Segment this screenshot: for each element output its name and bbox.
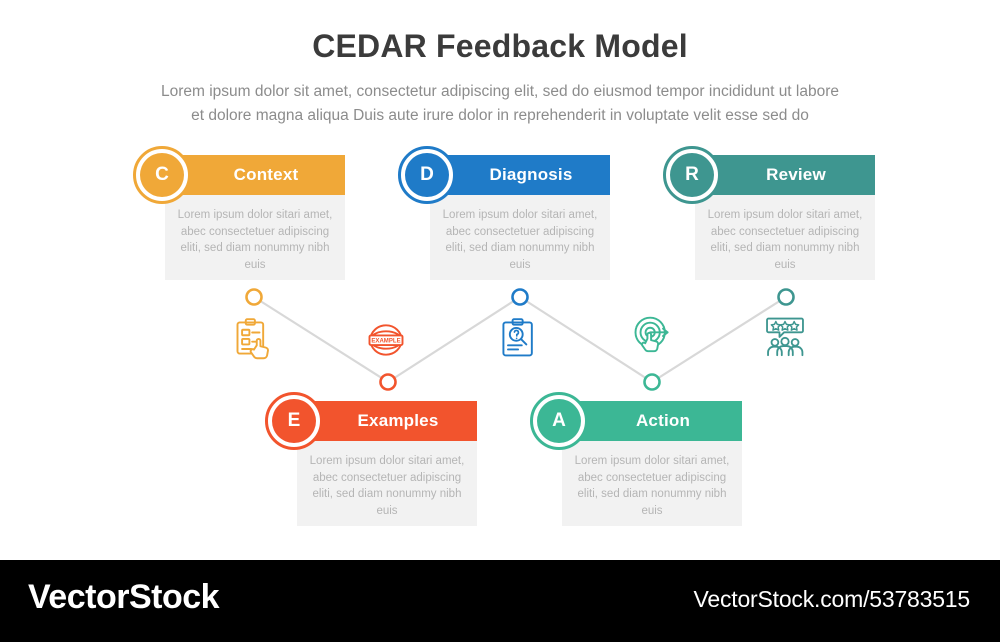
stage-letter: E (272, 399, 316, 443)
connector-node-5 (777, 288, 795, 306)
stage-letter: D (405, 153, 449, 197)
subtitle-line-2: et dolore magna aliqua Duis aute irure d… (191, 107, 809, 124)
card-panel (430, 195, 610, 280)
stage-badge: E (265, 392, 323, 450)
connector-node-3 (511, 288, 529, 306)
connector-node-1 (245, 288, 263, 306)
stage-letter: A (537, 399, 581, 443)
stage-label: Review (766, 165, 826, 184)
stage-letter: R (670, 153, 714, 197)
stage-body-text: Lorem ipsum dolor sitari amet, abec cons… (309, 455, 465, 517)
stage-badge: A (530, 392, 588, 450)
vectorstock-url: VectorStock.com/53783515 (693, 586, 971, 612)
stage-label: Context (233, 165, 299, 184)
stage-badge: R (663, 146, 721, 204)
page-subtitle: Lorem ipsum dolor sit amet, consectetur … (50, 80, 950, 128)
card-header-bar: Review (695, 155, 875, 195)
subtitle-line-1: Lorem ipsum dolor sit amet, consectetur … (160, 83, 840, 100)
clipboard-question-search-icon (497, 316, 541, 360)
star-rating-people-icon (763, 314, 807, 358)
card-header-bar: Action (562, 401, 742, 441)
footer-bar: VectorStock VectorStock.com/53783515 (0, 560, 1000, 642)
stage-label: Examples (357, 411, 439, 430)
card-header-bar: Examples (297, 401, 477, 441)
page-title: CEDAR Feedback Model (312, 28, 688, 64)
card-panel (562, 441, 742, 526)
connector-node-4 (643, 373, 661, 391)
card-panel (297, 441, 477, 526)
stage-body-text: Lorem ipsum dolor sitari amet, abec cons… (574, 455, 730, 517)
example-stamp-label: EXAMPLE (371, 338, 400, 344)
vectorstock-logo: VectorStock (28, 578, 220, 616)
checklist-hand-icon (232, 316, 276, 360)
example-stamp-icon: EXAMPLE (364, 318, 408, 362)
stage-badge: D (398, 146, 456, 204)
stage-badge: C (133, 146, 191, 204)
card-header-bar: Context (165, 155, 345, 195)
stage-label: Diagnosis (489, 165, 573, 184)
stage-body-text: Lorem ipsum dolor sitari amet, abec cons… (442, 209, 598, 271)
card-panel (695, 195, 875, 280)
stage-body-text: Lorem ipsum dolor sitari amet, abec cons… (177, 209, 333, 271)
stage-label: Action (635, 411, 691, 430)
stage-body-text: Lorem ipsum dolor sitari amet, abec cons… (707, 209, 863, 271)
target-arrow-hand-icon (630, 314, 674, 358)
stage-letter: C (140, 153, 184, 197)
card-header-bar: Diagnosis (430, 155, 610, 195)
connector-node-2 (379, 373, 397, 391)
card-panel (165, 195, 345, 280)
